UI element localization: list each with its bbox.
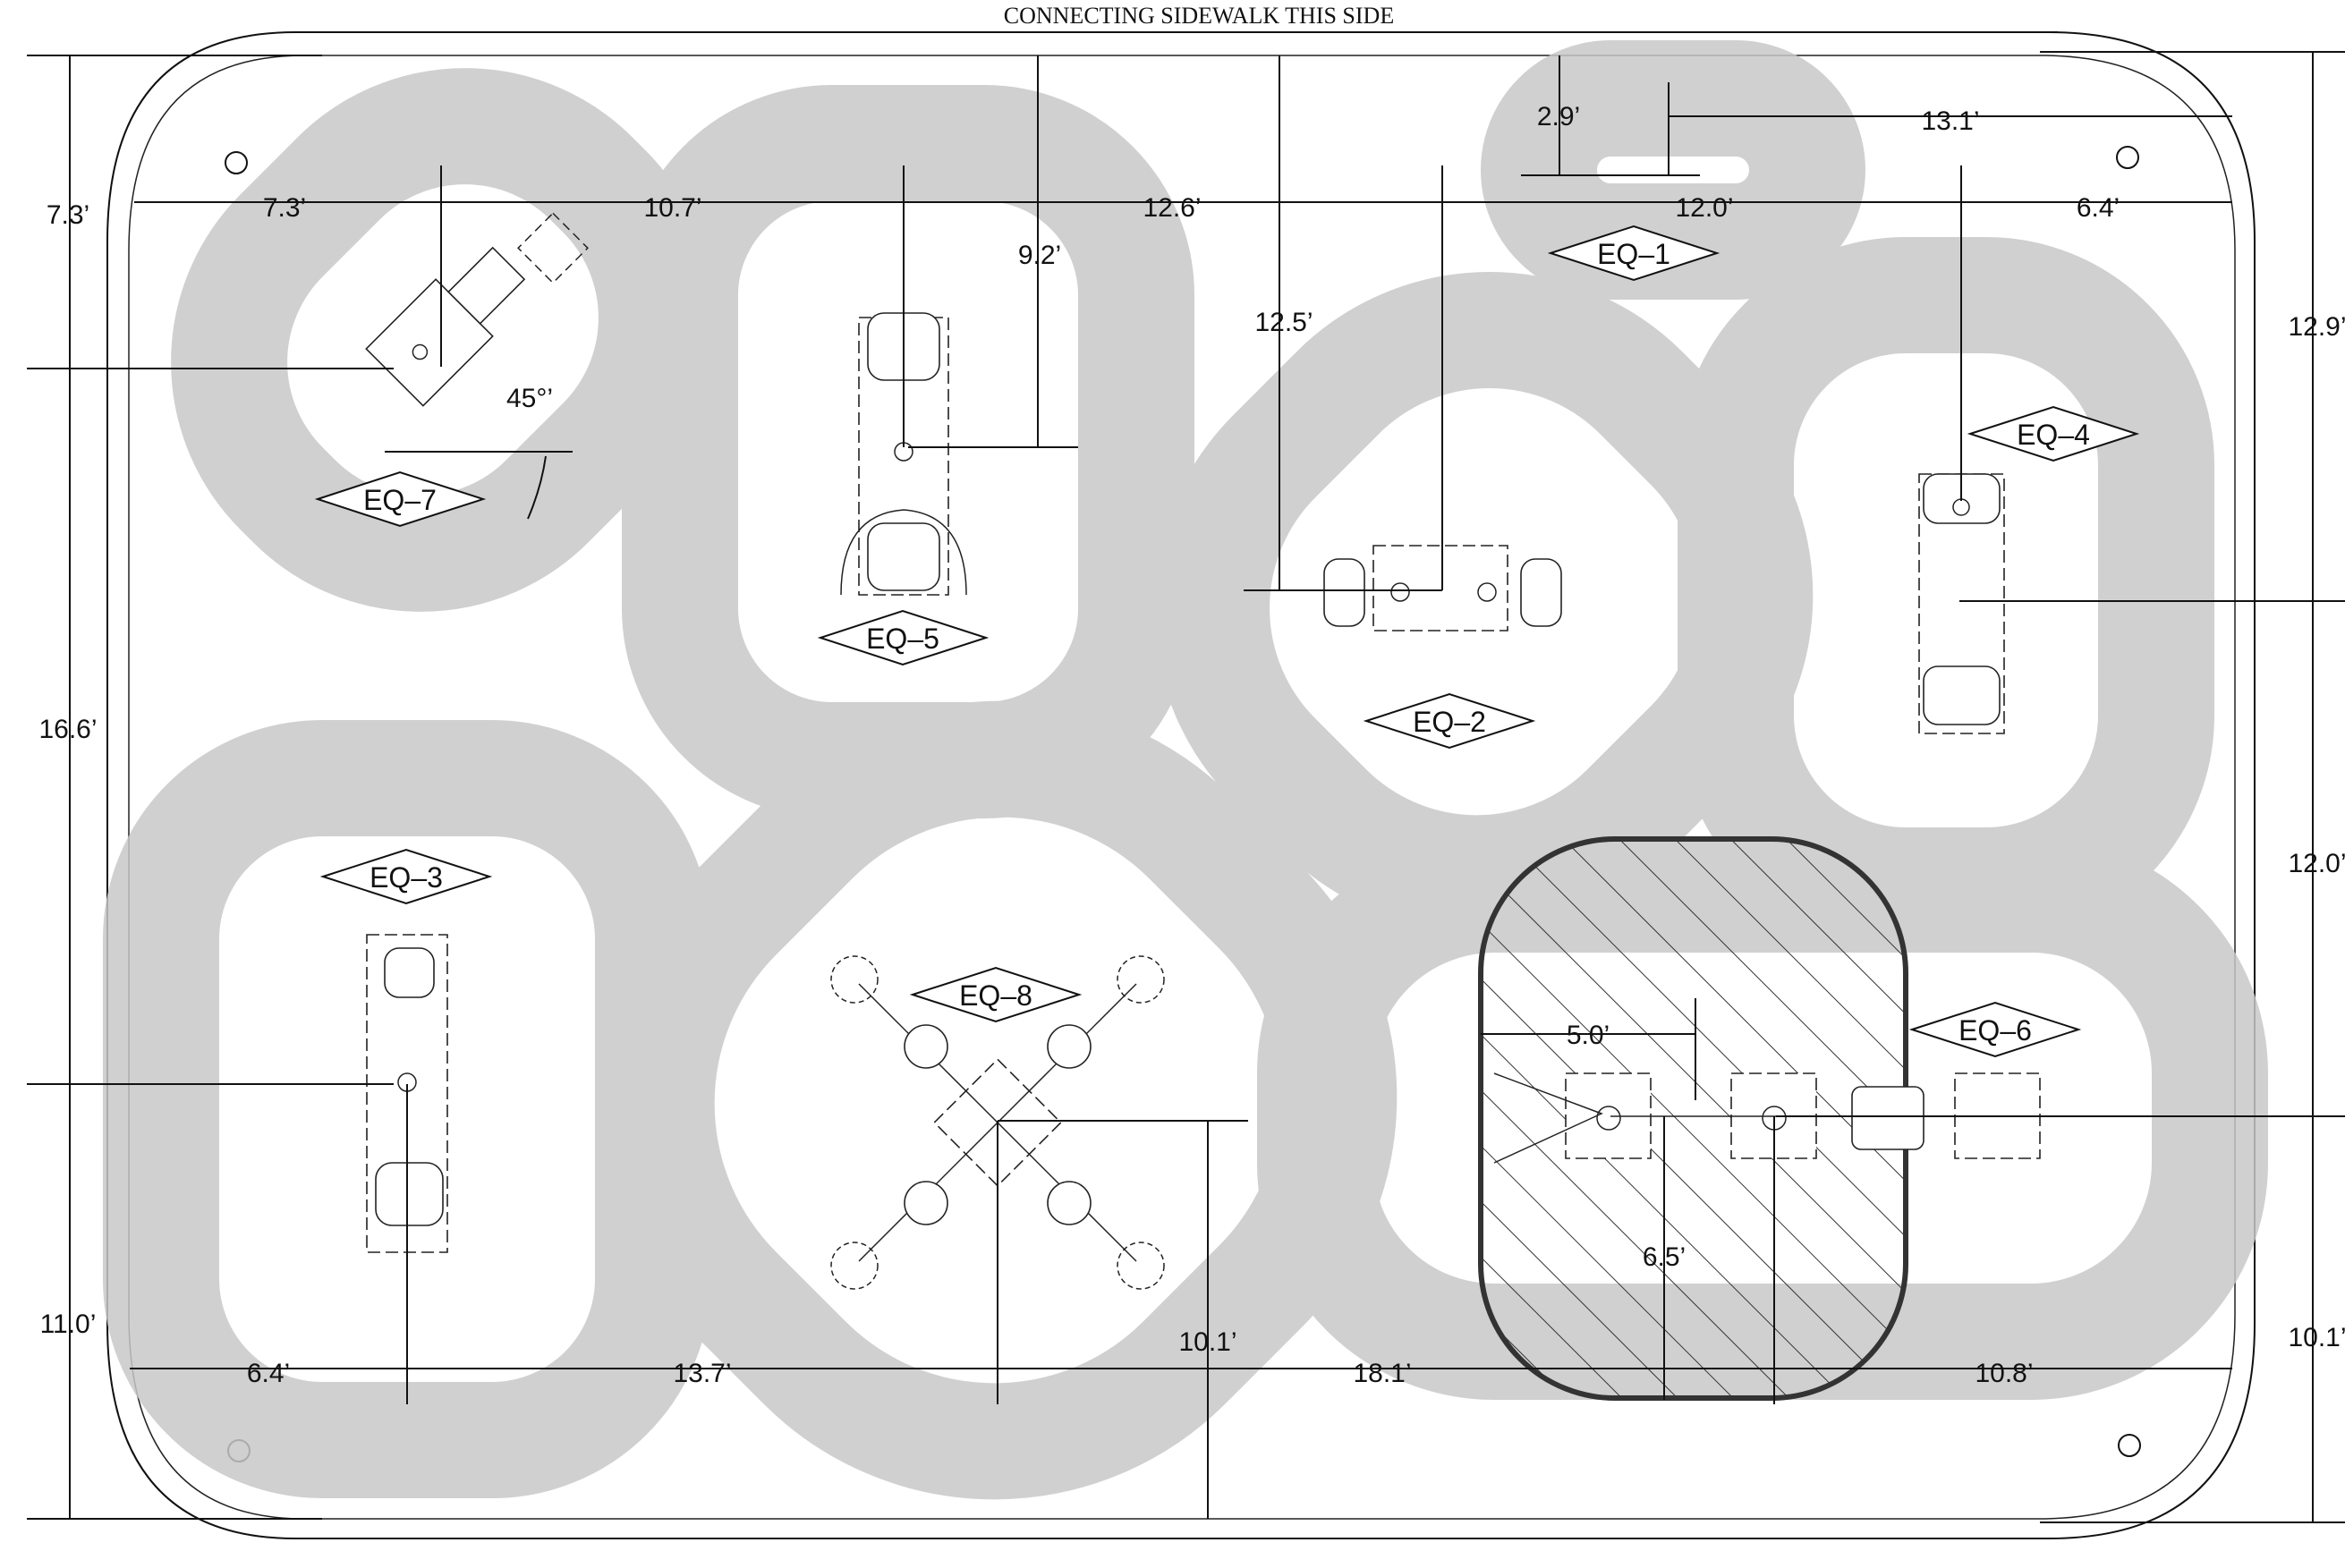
eq5-tag: EQ–5 [817, 609, 990, 666]
eq2-post-left [1390, 582, 1410, 602]
use-zone-eq8 [598, 700, 1398, 1500]
dim-eq8-offset: 10.1’ [1178, 1327, 1236, 1357]
eq2-tag: EQ–2 [1363, 692, 1536, 750]
eq4-equipment [1918, 473, 2005, 734]
sidewalk-note: CONNECTING SIDEWALK THIS SIDE [1004, 3, 1394, 29]
eq8-seat-swing [1117, 955, 1165, 1004]
dim-left-1: 7.3’ [47, 200, 89, 230]
eq8-tag-label: EQ–8 [959, 979, 1032, 1012]
dim-eq6-offset: 6.5’ [1643, 1242, 1686, 1272]
eq3-tag-diamond [319, 848, 493, 905]
corner-marker [225, 151, 248, 174]
dim-bottom-3: 18.1’ [1353, 1359, 1411, 1388]
eq3-tag: EQ–3 [319, 848, 493, 905]
dim-bottom-2: 13.7’ [673, 1359, 731, 1388]
corner-marker [2116, 146, 2139, 169]
eq6-tag-label: EQ–6 [1958, 1014, 2032, 1047]
pad-inner-boundary [128, 55, 2236, 1520]
eq8-seat-swing [1117, 1242, 1165, 1290]
eq1-tag-diamond [1547, 225, 1721, 282]
eq4-tag: EQ–4 [1967, 405, 2140, 462]
dim-eq1-offset: 2.9’ [1537, 102, 1580, 131]
eq7-seat [447, 246, 526, 325]
pad-outer-boundary [106, 31, 2256, 1539]
eq2-seat-left [1323, 558, 1365, 627]
dim-bottom-1: 6.4’ [247, 1359, 290, 1388]
eq3-seat-bottom [375, 1162, 444, 1226]
dim-right-1: 12.9’ [2288, 312, 2345, 342]
dim-eq6-width: 5.0’ [1567, 1021, 1610, 1050]
eq8-tag-diamond [909, 966, 1083, 1023]
eq8-seat [1047, 1024, 1092, 1069]
use-zone-eq2 [1153, 272, 1814, 932]
eq7-tag-diamond [314, 470, 487, 528]
eq5-tag-diamond [817, 609, 990, 666]
eq8-seat [904, 1181, 948, 1225]
eq8-tag: EQ–8 [909, 966, 1083, 1023]
eq5-handle [840, 509, 967, 596]
dim-eq7-angle: 45°’ [506, 384, 553, 413]
eq8-seat [1047, 1181, 1092, 1225]
dim-top-5: 6.4’ [2077, 193, 2120, 223]
dim-top-right: 13.1’ [1921, 106, 1979, 136]
dimension-lines [27, 52, 2345, 1522]
eq8-seat [904, 1024, 948, 1069]
eq6-post [1596, 1106, 1621, 1131]
dim-right-2: 12.0’ [2288, 849, 2345, 878]
eq4-seat-bottom [1923, 665, 2001, 725]
eq2-base [1372, 545, 1508, 631]
eq2-seat-right [1520, 558, 1562, 627]
dim-top-2: 10.7’ [643, 193, 701, 223]
eq6-tag-diamond [1908, 1001, 2082, 1058]
eq5-seat-bottom [867, 522, 940, 591]
dim-left-3: 11.0’ [40, 1309, 97, 1339]
eq7-tag-label: EQ–7 [363, 484, 437, 516]
eq4-tag-label: EQ–4 [2017, 419, 2090, 451]
dim-top-1: 7.3’ [263, 193, 306, 223]
use-zone-eq7 [171, 68, 715, 612]
eq2-tag-label: EQ–2 [1413, 706, 1486, 738]
corner-marker [2118, 1434, 2141, 1457]
eq7-footing [517, 212, 589, 284]
dim-top-4: 12.0’ [1675, 193, 1733, 223]
eq6-equipment [1493, 1072, 2044, 1164]
dim-top-3: 12.6’ [1143, 193, 1201, 223]
eq8-seat-swing [830, 955, 879, 1004]
dimension-labels: 7.3’ 10.7’ 12.6’ 12.0’ 6.4’ 13.1’ 2.9’ 9… [38, 102, 2345, 1388]
eq6-hatched-fall-zone [1478, 836, 1908, 1401]
eq1-tag-label: EQ–1 [1597, 238, 1670, 270]
dim-right-3: 10.1’ [2288, 1323, 2345, 1352]
eq2-tag-diamond [1363, 692, 1536, 750]
eq7-equipment [365, 246, 526, 407]
dim-eq2-offset: 12.5’ [1254, 308, 1313, 337]
eq5-tag-label: EQ–5 [866, 623, 939, 655]
eq3-seat-top [384, 947, 435, 998]
eq2-equipment [1323, 545, 1562, 631]
equipment-tags: EQ–7 EQ–5 EQ–1 EQ–2 EQ–4 EQ–3 EQ–8 EQ–6 [314, 225, 2140, 1058]
dim-left-2: 16.6’ [38, 715, 97, 744]
eq3-tag-label: EQ–3 [370, 861, 443, 894]
eq8-seat-swing [830, 1242, 879, 1290]
eq7-post [412, 343, 429, 360]
eq4-tag-diamond [1967, 405, 2140, 462]
dim-bottom-4: 10.8’ [1975, 1359, 2033, 1388]
eq1-tag: EQ–1 [1547, 225, 1721, 282]
dim-eq5-offset: 9.2’ [1018, 241, 1061, 270]
eq7-angle-arc [527, 455, 547, 520]
eq6-tag: EQ–6 [1908, 1001, 2082, 1058]
eq6-handle [1493, 1072, 1603, 1164]
eq7-tag: EQ–7 [314, 470, 487, 528]
eq2-post-right [1477, 582, 1497, 602]
eq6-pad [1851, 1086, 1924, 1150]
